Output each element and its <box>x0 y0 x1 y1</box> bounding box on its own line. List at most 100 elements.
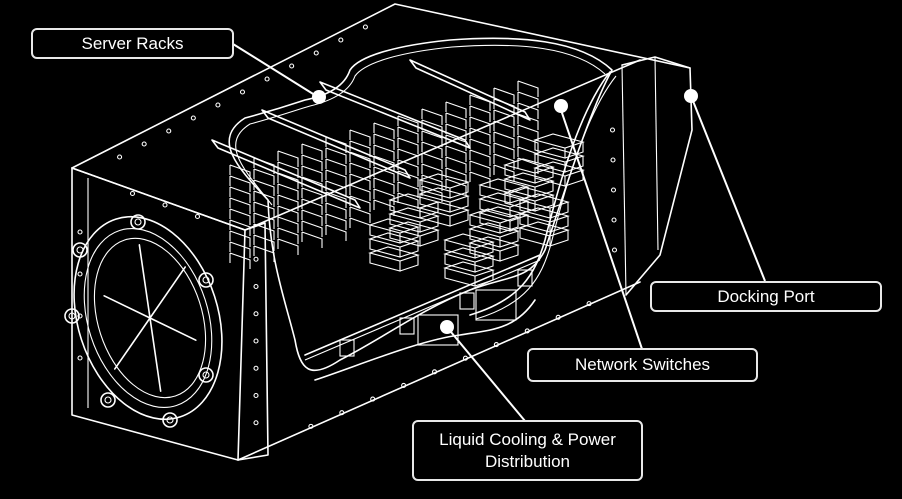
label-network-switches: Network Switches <box>527 348 758 382</box>
trough-rail-inner <box>304 259 541 361</box>
rack-cell <box>253 168 275 185</box>
rack-cell <box>493 109 515 126</box>
rack-cell <box>397 159 419 176</box>
rivet <box>308 423 314 429</box>
rivet <box>253 256 259 262</box>
rack-cell <box>277 150 299 167</box>
rack-cell <box>469 149 491 166</box>
rail-1 <box>211 139 361 209</box>
rack-cell <box>229 252 251 269</box>
container-body <box>71 3 693 461</box>
rack-cell <box>349 206 371 223</box>
label-docking-port-text: Docking Port <box>717 286 815 306</box>
server-block <box>518 221 570 247</box>
rack-cell <box>253 245 275 262</box>
rivet <box>129 190 136 197</box>
rack-cell <box>349 217 371 234</box>
server-block <box>368 232 420 258</box>
rivet <box>141 141 147 147</box>
rack-cell <box>229 219 251 236</box>
rack-cell <box>325 169 347 186</box>
rack-cell <box>373 133 395 150</box>
rack-cell <box>469 171 491 188</box>
rack-cell <box>517 124 539 141</box>
power-unit-1 <box>417 314 459 346</box>
hatch-bolt-center <box>104 396 112 404</box>
cooling-power-trough <box>304 254 541 381</box>
rack-cell <box>349 162 371 179</box>
rack-cell <box>397 181 419 198</box>
rack-cell <box>253 201 275 218</box>
rack-cell <box>373 122 395 139</box>
rack-cell <box>493 153 515 170</box>
rack-cell <box>301 165 323 182</box>
rack-cell <box>349 184 371 201</box>
power-connector-2 <box>399 317 415 335</box>
server-block <box>468 222 520 248</box>
hatch-inner-ring <box>83 228 213 408</box>
hatch-spokes <box>103 244 197 392</box>
hatch-wheel <box>64 214 223 428</box>
rack-cell <box>469 105 491 122</box>
rack-cell <box>349 151 371 168</box>
rack-cell <box>301 143 323 160</box>
rack-cell <box>325 158 347 175</box>
hatch-spoke <box>149 317 197 341</box>
rivet <box>610 187 617 193</box>
server-block <box>443 261 495 287</box>
rack-cell <box>253 157 275 174</box>
rack-cell <box>325 202 347 219</box>
hatch-bolt-center <box>76 246 84 254</box>
rivet <box>253 365 259 371</box>
power-connector-1 <box>339 339 355 357</box>
hatch-bolt <box>162 412 178 428</box>
hatch-bolt-center <box>202 276 210 284</box>
power-connector-4 <box>517 269 533 287</box>
docking-port-seam <box>654 56 659 251</box>
server-block <box>533 133 585 159</box>
rivet <box>77 355 83 361</box>
hatch-spoke <box>103 295 151 319</box>
hatch-bolt <box>72 242 88 258</box>
rivet <box>370 396 376 402</box>
callout-dot-cooling-power <box>440 320 454 334</box>
rack-cell <box>421 130 443 147</box>
rack-cell <box>301 154 323 171</box>
callout-dot-docking-port <box>684 89 698 103</box>
rack-cell <box>421 152 443 169</box>
rack-cell <box>445 101 467 118</box>
bottom-edge-line <box>237 281 641 461</box>
rack-cell <box>277 183 299 200</box>
rivet <box>253 283 259 290</box>
rivet <box>194 213 201 220</box>
rack-cell <box>301 220 323 237</box>
rivet <box>586 301 592 307</box>
server-block <box>533 161 585 187</box>
rack-cell <box>253 234 275 251</box>
rivet <box>162 202 168 208</box>
rack-cell <box>469 116 491 133</box>
rack-cell <box>277 238 299 255</box>
hatch-bolt-center <box>166 416 174 424</box>
rack-cell <box>517 113 539 130</box>
rack-cell <box>325 136 347 153</box>
rack-cell <box>493 87 515 104</box>
rivet <box>253 338 259 344</box>
cable-conduit-inner <box>475 75 617 320</box>
rack-cell <box>325 180 347 197</box>
cutaway-outline <box>228 37 613 372</box>
rail-2 <box>261 109 411 179</box>
rack-cell <box>277 227 299 244</box>
hatch-spoke <box>113 317 151 370</box>
rack-cell <box>493 98 515 115</box>
rack-cell <box>229 208 251 225</box>
rack-cell <box>517 91 539 108</box>
hatch-wheel-rim <box>93 237 207 399</box>
rivet <box>77 313 83 319</box>
hatch-bolts <box>64 214 214 428</box>
rivet <box>611 247 618 253</box>
rack-cell <box>229 197 251 214</box>
rivet <box>77 271 83 277</box>
rack-cell <box>229 186 251 203</box>
rack-cell <box>253 190 275 207</box>
